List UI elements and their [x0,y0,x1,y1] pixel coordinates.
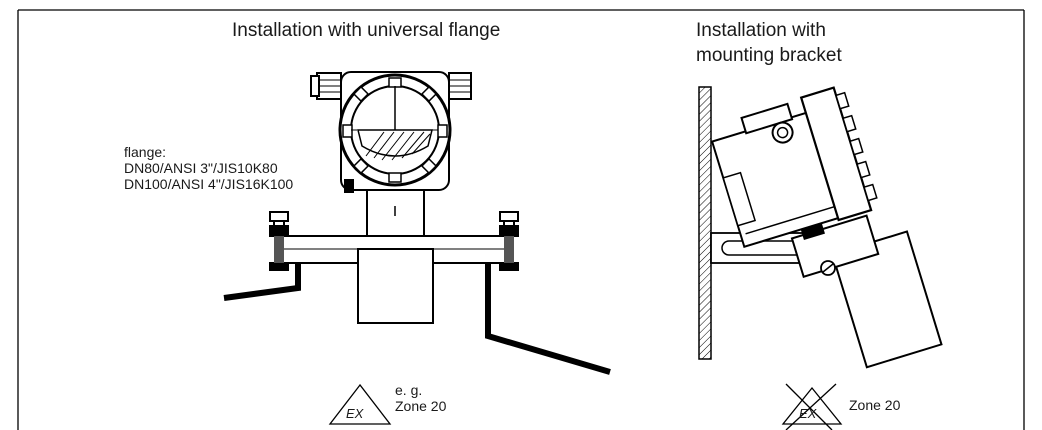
cover-screws [342,77,448,183]
pipe-wall-left [223,262,301,301]
flange-bolt-right [499,211,519,271]
earth-terminal [344,179,354,193]
flange-size-line-1: DN80/ANSI 3"/JIS10K80 [124,160,278,176]
flange-size-line-2: DN100/ANSI 4"/JIS16K100 [124,176,294,192]
cable-gland-left [310,72,342,100]
flange-bolt-left [269,211,289,271]
bracket-section-title-line-2: mounting bracket [696,45,842,66]
ex-zone-left: Zone 20 [395,398,447,414]
mounting-wall [698,86,712,360]
bracket-section-title-line-1: Installation with [696,20,826,41]
ex-eg-label: e. g. [395,382,423,398]
ex-not-permitted-triangle-right [781,383,843,430]
ex-warning-triangle-left [328,383,392,425]
antenna-horn [357,248,434,324]
flange-installation-drawing [223,71,611,375]
bracket-installation-drawing [698,86,943,369]
flange-section-title: Installation with universal flange [232,20,501,41]
cable-gland-right [448,72,472,100]
ex-zone-right: Zone 20 [849,397,901,413]
ex-symbol-left: EX [346,406,364,421]
ex-symbol-right: EX [799,406,817,421]
flange-label: flange: [124,144,167,160]
pipe-wall-right [485,262,611,375]
tilted-transmitter [710,86,943,369]
